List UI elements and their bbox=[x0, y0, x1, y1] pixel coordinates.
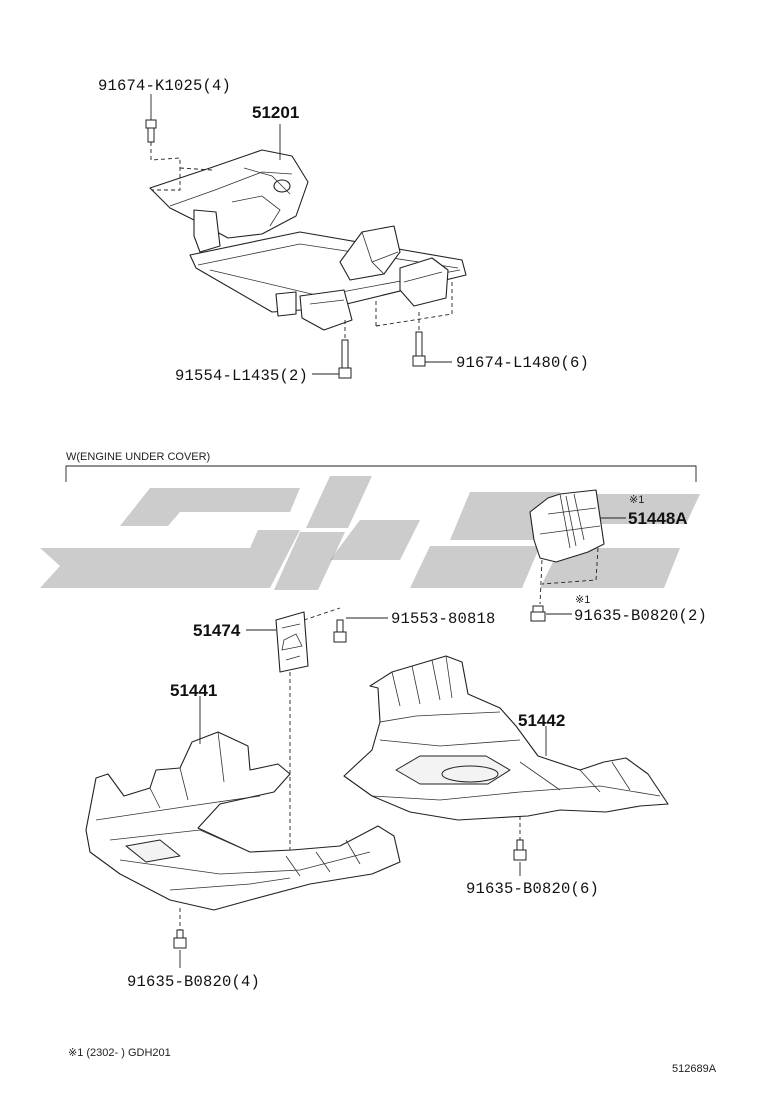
diagram-id: 512689A bbox=[672, 1063, 717, 1075]
label-91554-l1435: 91554-L1435(2) bbox=[175, 367, 308, 385]
bracket-51474 bbox=[275, 611, 309, 673]
label-91674-l1480: 91674-L1480(6) bbox=[456, 354, 589, 372]
label-91635-b0820-4: 91635-B0820(4) bbox=[127, 973, 260, 991]
label-91635-b0820-2: 91635-B0820(2) bbox=[574, 607, 707, 625]
cover-51442 bbox=[343, 655, 669, 821]
label-91674-k1025: 91674-K1025(4) bbox=[98, 77, 231, 95]
section-bracket bbox=[65, 465, 697, 482]
label-91635-b0820-6: 91635-B0820(6) bbox=[466, 880, 599, 898]
note-51448a: ※1 bbox=[629, 494, 644, 506]
note-91635-b0820-2: ※1 bbox=[575, 594, 590, 606]
bolt-91674-k1025-icon bbox=[145, 119, 157, 143]
bolt-91635-b0820-4-icon bbox=[173, 929, 187, 949]
watermark-logo bbox=[40, 476, 700, 590]
bolt-91674-l1480-icon bbox=[412, 331, 426, 367]
bolt-91635-b0820-2-icon bbox=[530, 605, 546, 622]
label-51201: 51201 bbox=[252, 103, 299, 122]
label-51441: 51441 bbox=[170, 681, 217, 700]
label-91553-80818: 91553-80818 bbox=[391, 610, 496, 628]
cover-51441 bbox=[85, 731, 401, 911]
footnote: ※1 (2302- ) GDH201 bbox=[68, 1047, 171, 1059]
bolt-91554-l1435-icon bbox=[338, 339, 352, 379]
label-51442: 51442 bbox=[518, 711, 565, 730]
bolt-91635-b0820-6-icon bbox=[513, 839, 527, 861]
bolt-91553-80818-icon bbox=[333, 619, 347, 643]
section-label: W(ENGINE UNDER COVER) bbox=[66, 451, 210, 463]
cover-51448a bbox=[529, 489, 605, 563]
crossmember-51201 bbox=[149, 149, 467, 331]
label-51448a: 51448A bbox=[628, 509, 688, 528]
label-51474: 51474 bbox=[193, 621, 241, 640]
